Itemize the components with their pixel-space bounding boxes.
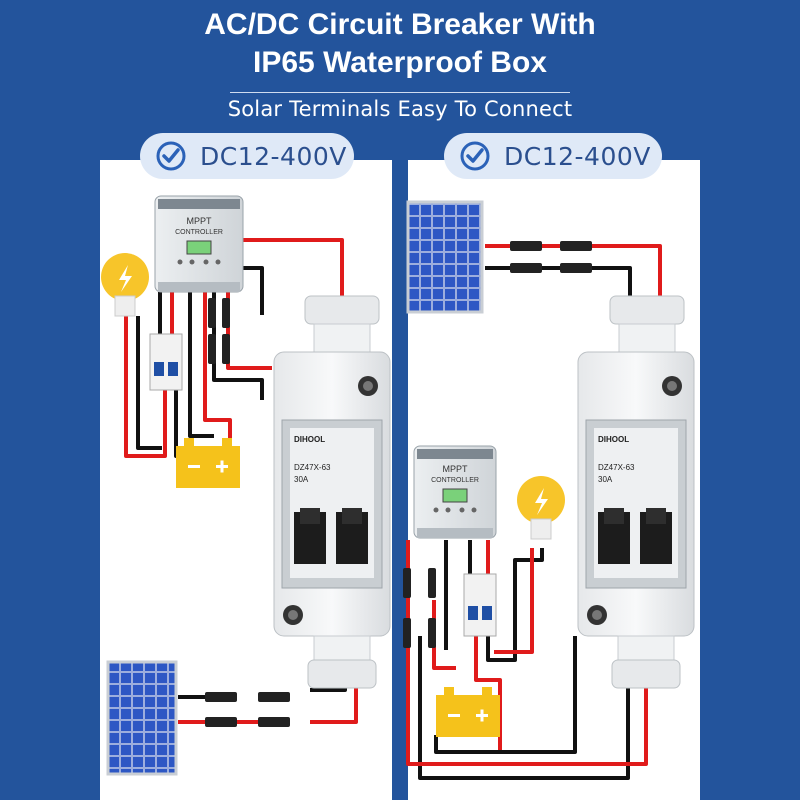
right-mppt-controller: MPPT CONTROLLER: [413, 445, 497, 539]
left-mc4-connectors: [205, 298, 290, 727]
right-bulb-icon: [517, 476, 565, 540]
left-waterproof-box: DIHOOL DZ47X-63 30A: [273, 295, 391, 689]
page-title: AC/DC Circuit Breaker With IP65 Waterpro…: [0, 6, 800, 82]
right-breaker-brand: DIHOOL: [598, 435, 629, 444]
check-circle-icon: [460, 141, 490, 171]
right-wires: [406, 244, 662, 780]
left-breaker-brand: DIHOOL: [294, 435, 325, 444]
title-line-2: IP65 Waterproof Box: [253, 46, 547, 79]
left-bulb-icon: [101, 253, 149, 317]
left-mppt-controller: MPPT CONTROLLER: [154, 195, 244, 293]
right-controller-label-2: CONTROLLER: [431, 477, 479, 484]
right-breaker-current: 30A: [598, 475, 613, 484]
left-voltage-badge: DC12-400V: [140, 133, 354, 179]
left-controller-label-2: CONTROLLER: [175, 229, 223, 236]
right-voltage-badge: DC12-400V: [444, 133, 662, 179]
right-voltage-label: DC12-400V: [504, 141, 651, 171]
left-voltage-label: DC12-400V: [200, 141, 347, 171]
left-battery-icon: [176, 438, 240, 488]
check-circle-icon: [156, 141, 186, 171]
title-line-1: AC/DC Circuit Breaker With: [204, 8, 596, 41]
left-breaker-model: DZ47X-63: [294, 463, 331, 472]
title-divider: [230, 92, 570, 93]
right-controller-label-1: MPPT: [442, 464, 468, 474]
right-solar-panel: [406, 200, 484, 314]
right-mc4-connectors: [403, 241, 592, 648]
left-solar-panel: [106, 660, 178, 776]
right-breaker-model: DZ47X-63: [598, 463, 635, 472]
left-controller-label-1: MPPT: [186, 216, 212, 226]
subtitle: Solar Terminals Easy To Connect: [227, 97, 573, 121]
right-waterproof-box: DIHOOL DZ47X-63 30A: [577, 295, 695, 689]
right-battery-icon: [436, 687, 500, 737]
left-dc-breaker: [149, 333, 183, 391]
right-dc-breaker: [463, 573, 497, 637]
left-breaker-current: 30A: [294, 475, 309, 484]
